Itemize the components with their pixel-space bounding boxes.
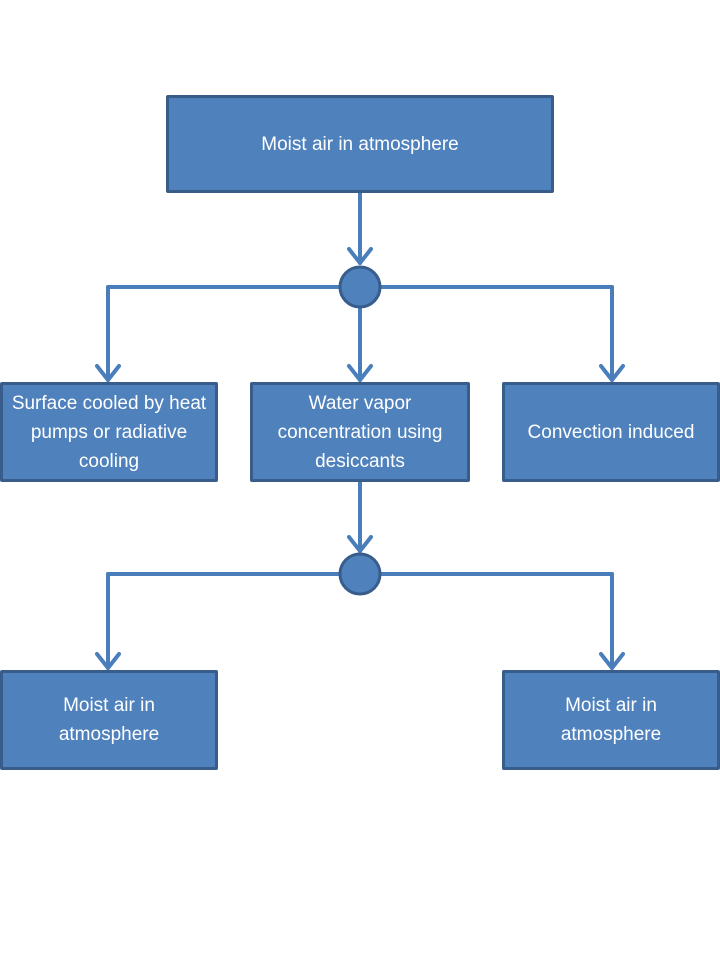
node-branch-left: Surface cooled by heat pumps or radiativ… bbox=[0, 382, 218, 482]
junction-1 bbox=[338, 265, 382, 309]
arrowhead-branch-middle bbox=[347, 364, 373, 382]
node-branch-right-label: Convection induced bbox=[527, 421, 695, 443]
node-branch-middle: Water vapor concentration using desiccan… bbox=[250, 382, 470, 482]
arrowhead-junction-2 bbox=[347, 535, 373, 553]
node-root: Moist air in atmosphere bbox=[166, 95, 554, 193]
node-leaf-right-label: Moist air in atmosphere bbox=[560, 695, 662, 745]
node-branch-right: Convection induced bbox=[502, 382, 720, 482]
arrowhead-leaf-right bbox=[599, 652, 625, 670]
arrowhead-junction-1 bbox=[347, 247, 373, 265]
arrowhead-leaf-left bbox=[95, 652, 121, 670]
node-leaf-left: Moist air in atmosphere bbox=[0, 670, 218, 770]
node-root-label: Moist air in atmosphere bbox=[261, 133, 459, 155]
node-leaf-right: Moist air in atmosphere bbox=[502, 670, 720, 770]
junction-2 bbox=[338, 552, 382, 596]
arrowhead-branch-right bbox=[599, 364, 625, 382]
node-leaf-left-label: Moist air in atmosphere bbox=[58, 695, 160, 745]
arrowhead-branch-left bbox=[95, 364, 121, 382]
node-branch-middle-label: Water vapor concentration using desiccan… bbox=[277, 392, 443, 472]
node-branch-left-label: Surface cooled by heat pumps or radiativ… bbox=[11, 392, 207, 472]
